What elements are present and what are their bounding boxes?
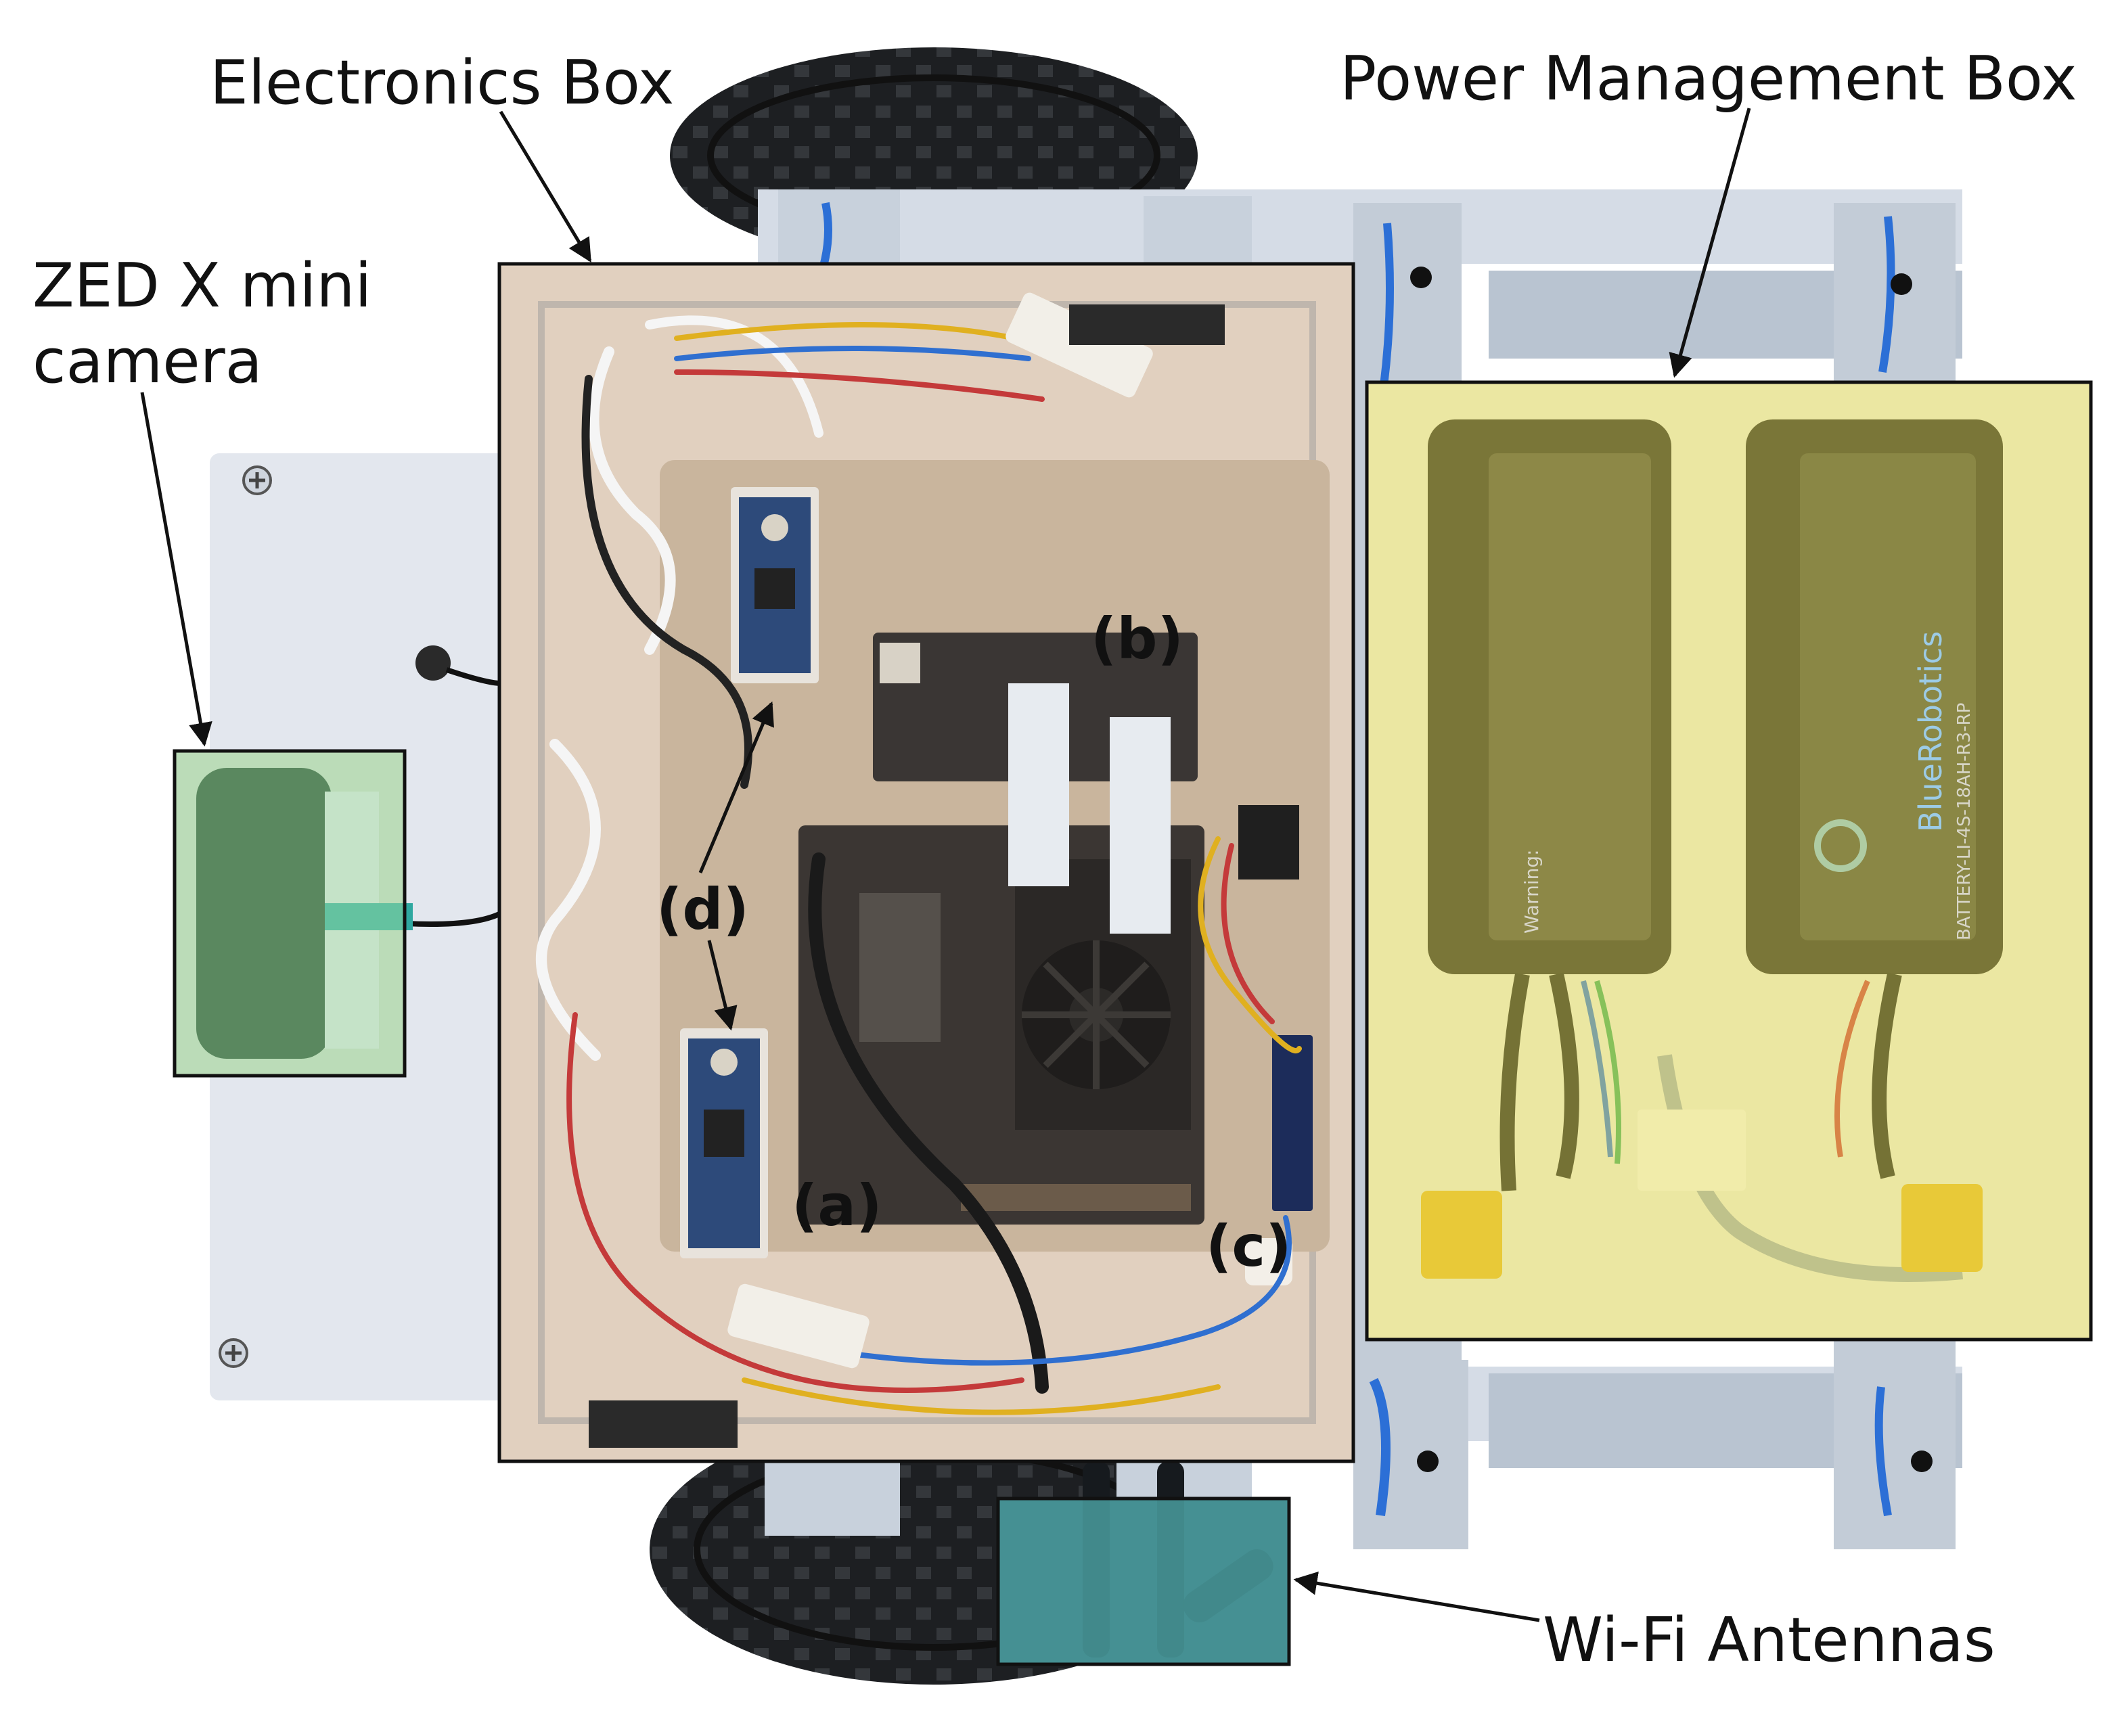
terminal-block <box>1638 1110 1746 1191</box>
component-label-d: (d) <box>656 876 749 942</box>
zed-camera <box>175 751 413 1076</box>
power-management-box-label: Power Management Box <box>1340 43 2077 114</box>
arrow-camera <box>140 392 212 747</box>
connectors <box>589 292 1225 1448</box>
carrier-board-b <box>873 633 1198 934</box>
antenna-outline <box>996 1497 1291 1666</box>
component-label-b: (b) <box>1091 606 1183 672</box>
camera-label-line2: camera <box>32 326 263 397</box>
arrow-electronics-box <box>499 110 592 263</box>
arrow-power-box <box>1669 108 1751 378</box>
camera-outline <box>173 749 407 1078</box>
buck-converter-bottom <box>680 1028 768 1258</box>
xt60-left <box>1421 1191 1502 1279</box>
buck-converter-top <box>731 487 819 683</box>
power-management-box <box>1367 382 2091 1340</box>
component-label-c: (c) <box>1206 1213 1292 1279</box>
battery-left <box>1428 419 1671 974</box>
electronics-box <box>499 264 1353 1461</box>
battery-brand-text: BlueRobotics <box>1912 631 1949 832</box>
component-label-a: (a) <box>792 1172 882 1239</box>
power-box-outline <box>1365 380 2093 1342</box>
wiring <box>536 315 1302 1415</box>
wifi-antennas <box>998 1461 1289 1664</box>
arrow-d-up <box>698 701 774 873</box>
electronics-box-outline <box>497 262 1355 1463</box>
battery-warning-text: Warning: <box>1520 849 1543 934</box>
battery-right <box>1746 419 2003 974</box>
camera-label-line1: ZED X mini <box>32 250 372 321</box>
electronics-box-label: Electronics Box <box>210 47 675 118</box>
wifi-antennas-label: Wi-Fi Antennas <box>1543 1605 1995 1676</box>
sensor-board-c <box>1238 805 1313 1285</box>
arrow-d-down <box>707 940 738 1031</box>
xt60-right <box>1901 1184 1983 1272</box>
arrow-wifi-antennas <box>1293 1571 1540 1622</box>
battery-model-text: BATTERY-LI-4S-18AH-R3-RP <box>1954 702 1974 940</box>
